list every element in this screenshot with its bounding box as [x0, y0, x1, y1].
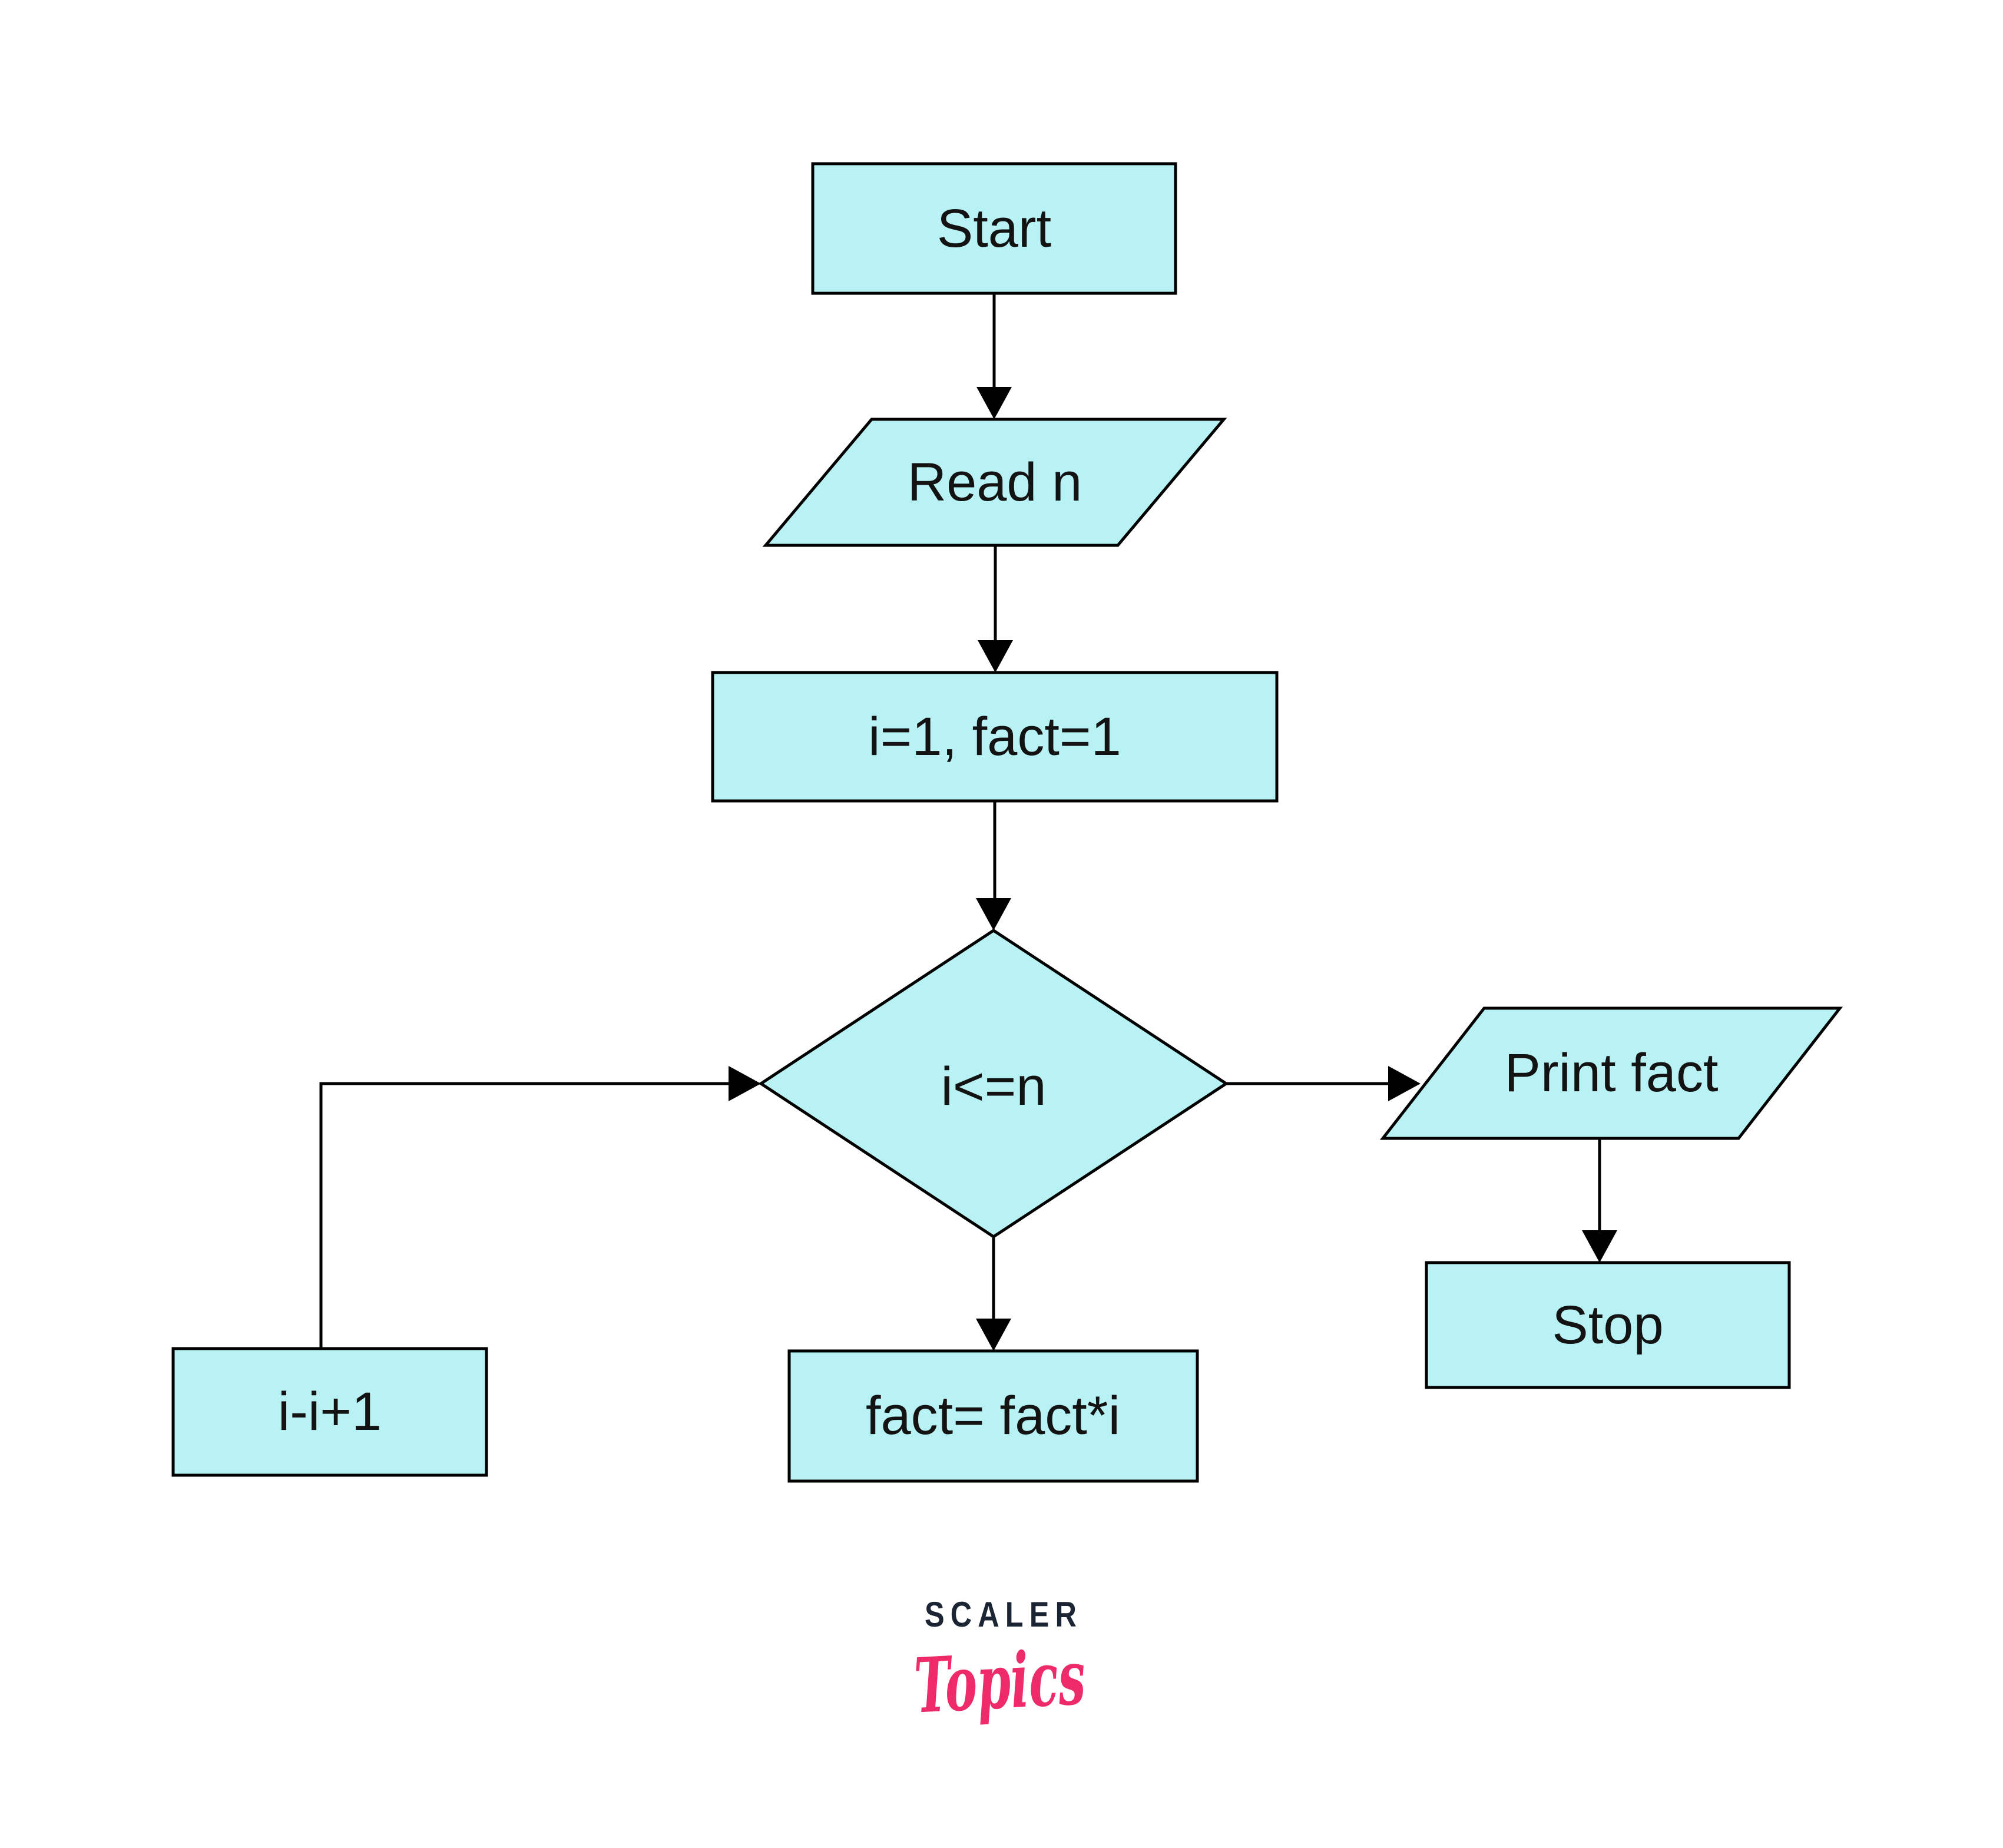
printfact-label: Print fact [1504, 1043, 1718, 1103]
increment-label: i-i+1 [278, 1382, 382, 1442]
scaler-topics-logo: SCALER Topics [912, 1595, 1087, 1731]
logo-sub-text: Topics [912, 1634, 1087, 1731]
multiply-node: fact= fact*i [787, 1349, 1199, 1483]
init-label: i=1, fact=1 [868, 707, 1121, 767]
readn-node: Read n [762, 418, 1227, 547]
condition-node: i<=n [758, 929, 1229, 1238]
connector-readn-to-init [978, 545, 1013, 673]
condition-shape [758, 929, 1229, 1238]
arrowhead-into-stop [1582, 1230, 1617, 1263]
connector-increment-to-condition [319, 1066, 761, 1349]
stop-node: Stop [1425, 1261, 1791, 1389]
start-node: Start [811, 162, 1177, 295]
arrowhead-into-printfact [1388, 1066, 1421, 1101]
stop-label: Stop [1552, 1295, 1663, 1355]
readn-shape [762, 418, 1227, 547]
logo-brand-text: SCALER [925, 1595, 1082, 1634]
stop-shape [1425, 1261, 1791, 1389]
increment-shape [171, 1347, 488, 1477]
connector-init-to-condition [976, 801, 1011, 930]
arrowhead-into-condition-left [729, 1066, 761, 1101]
init-shape [711, 671, 1279, 803]
start-label: Start [937, 198, 1051, 259]
arrowhead-into-multiply [976, 1319, 1011, 1351]
connector-increment-to-condition-line [319, 1082, 730, 1349]
connector-start-to-readn [976, 293, 1012, 419]
arrowhead-into-condition-top [976, 898, 1011, 930]
readn-label: Read n [908, 452, 1082, 512]
multiply-shape [787, 1349, 1199, 1483]
condition-label: i<=n [941, 1057, 1046, 1117]
arrowhead-into-readn [976, 387, 1012, 419]
connector-condition-to-multiply [976, 1237, 1011, 1351]
printfact-shape [1379, 1006, 1843, 1140]
init-node: i=1, fact=1 [711, 671, 1279, 803]
increment-node: i-i+1 [171, 1347, 488, 1477]
arrowhead-into-init [978, 640, 1013, 673]
start-shape [811, 162, 1177, 295]
printfact-node: Print fact [1379, 1006, 1843, 1140]
multiply-label: fact= fact*i [866, 1386, 1120, 1446]
connector-condition-to-printfact [1226, 1066, 1421, 1101]
connector-printfact-to-stop [1582, 1138, 1617, 1263]
